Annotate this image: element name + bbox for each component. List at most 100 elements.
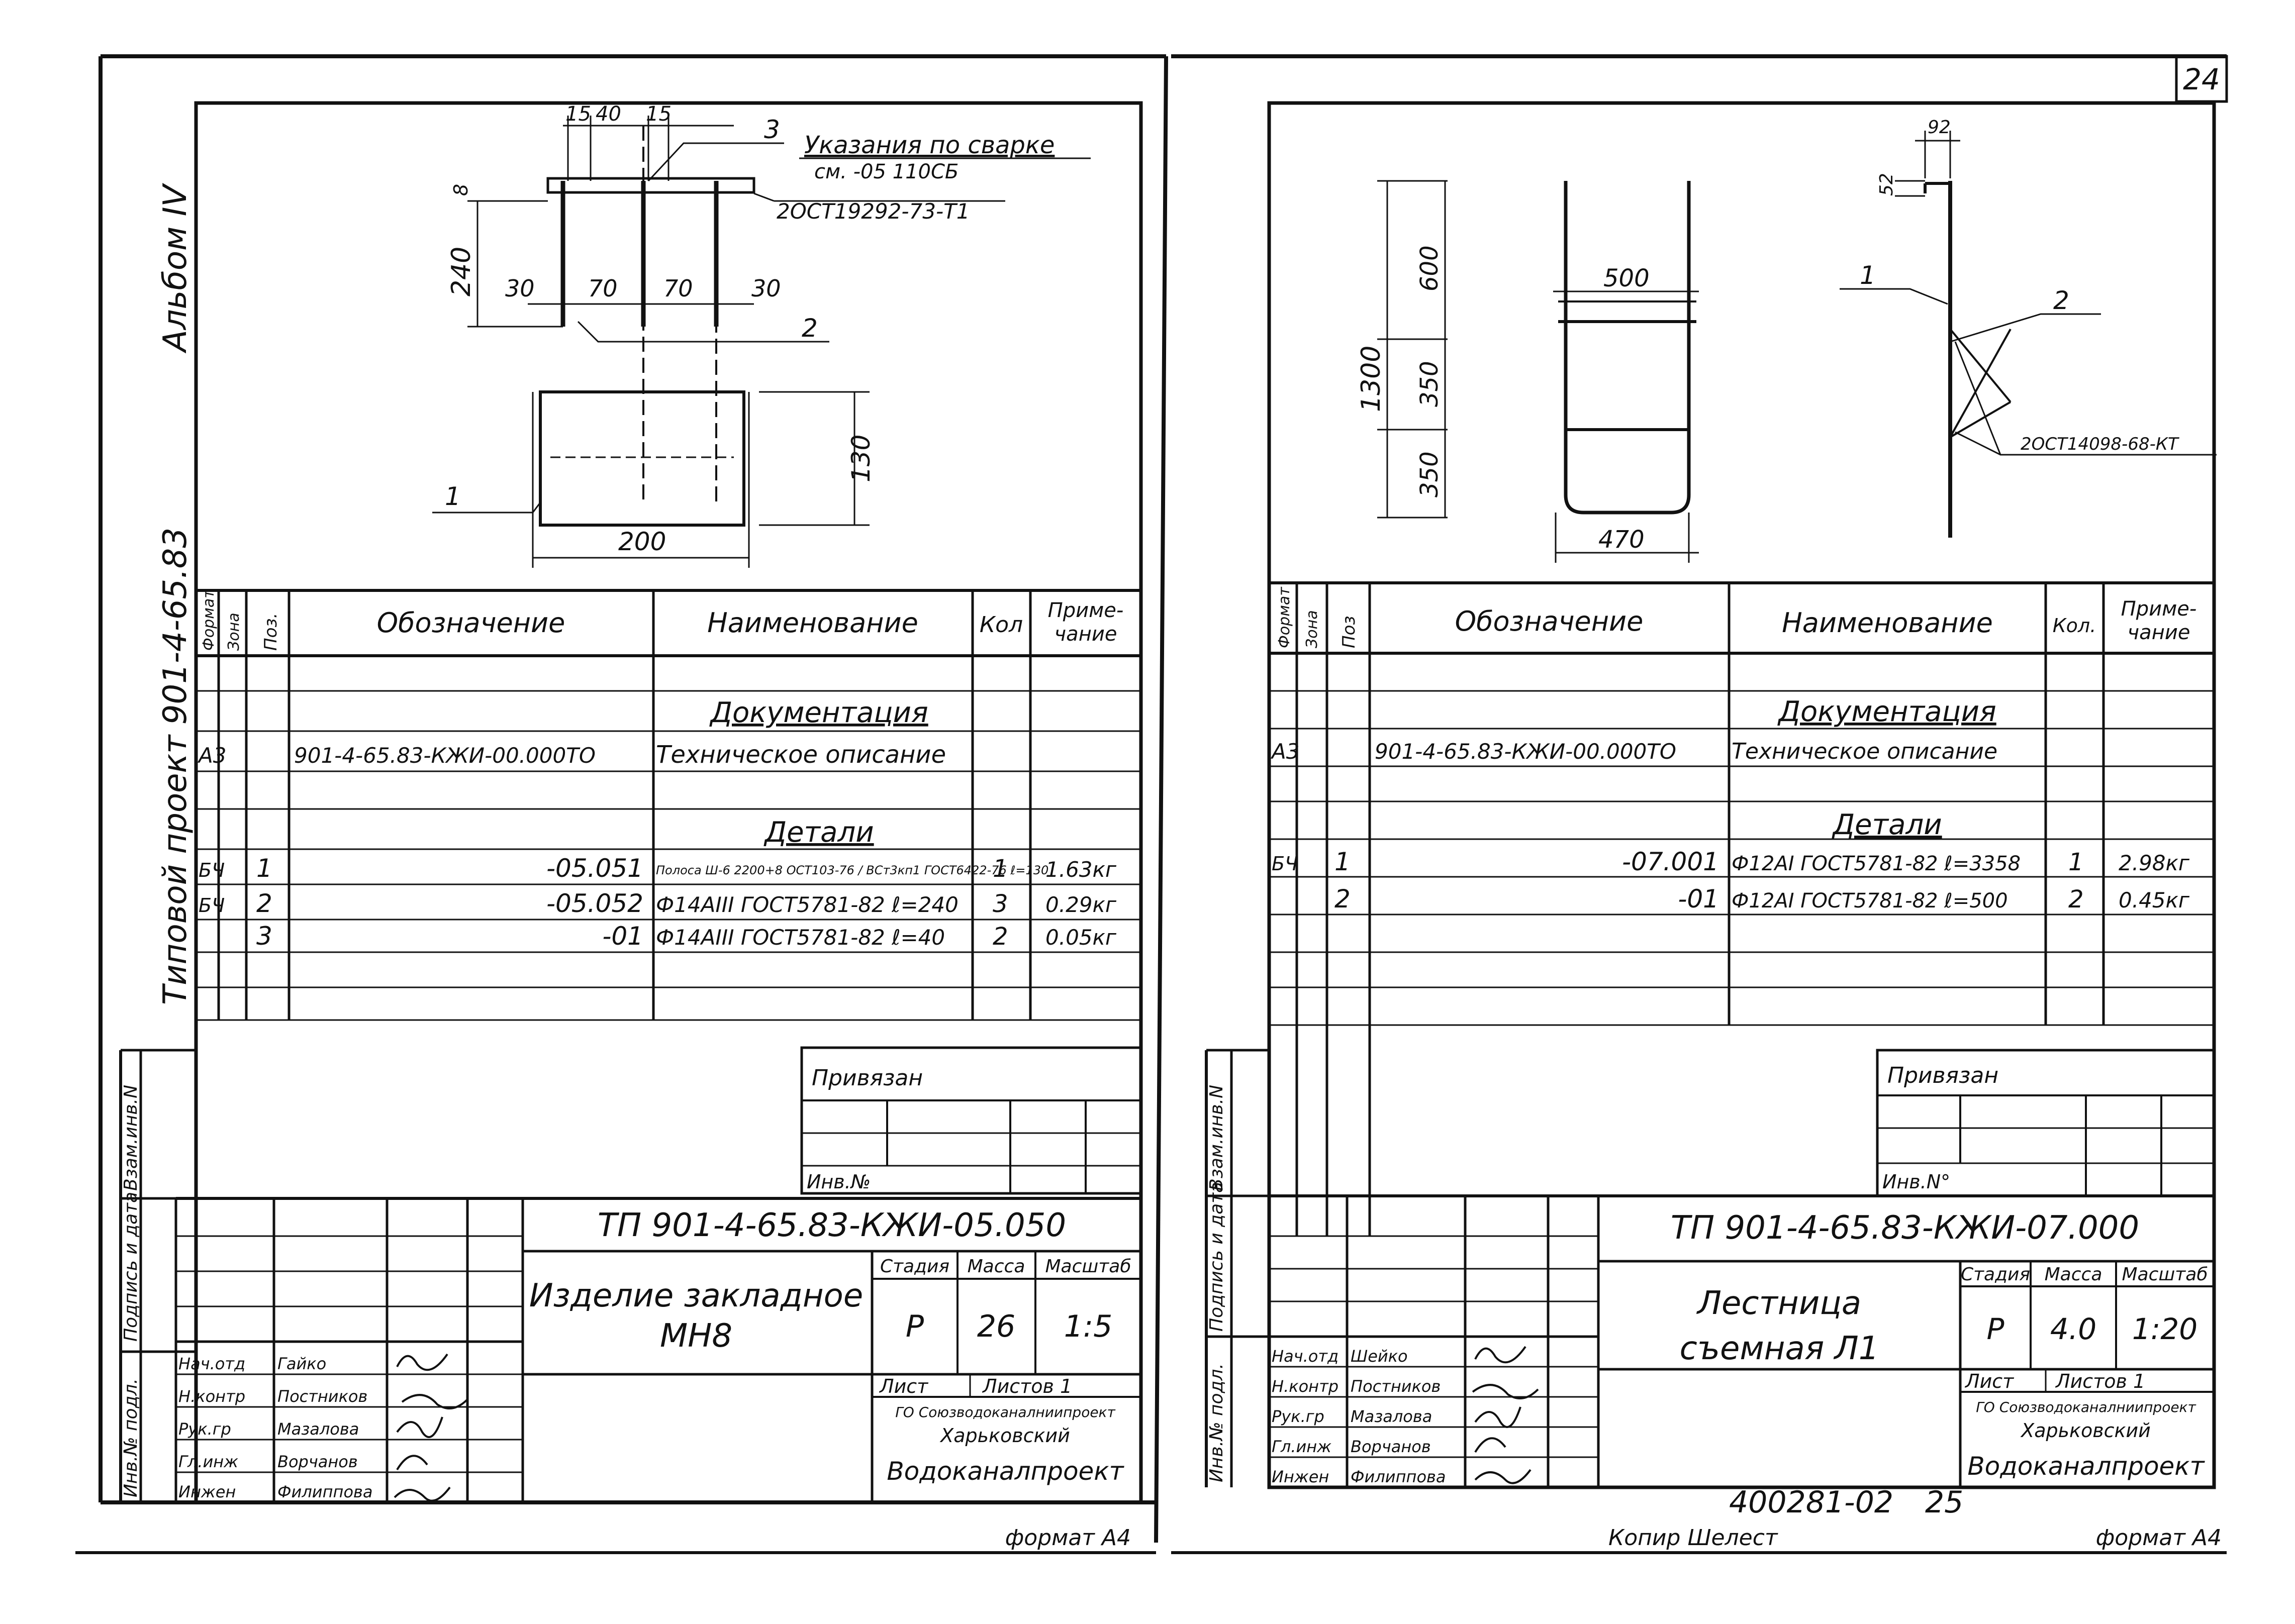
dim-15b: 15	[646, 103, 672, 126]
cell-designation: 901-4-65.83-КЖИ-00.000ТО	[1375, 739, 1676, 764]
cell-name: Полоса Ш-6 2200+8 ОСТ103-76 / ВСт3кп1 ГО…	[656, 863, 1048, 877]
left-sheets-label: Листов 1	[982, 1375, 1072, 1397]
left-stage: Р	[906, 1309, 924, 1344]
left-title-block	[174, 1197, 1141, 1502]
section-details: Детали	[763, 816, 874, 849]
left-title-2: МН8	[660, 1317, 732, 1355]
right-inv-label: Инв.N°	[1882, 1171, 1950, 1193]
right-scale: 1:20	[2132, 1312, 2197, 1346]
right-name: Филиппова	[1351, 1467, 1446, 1486]
left-bound-block	[800, 1046, 1142, 1195]
cell-format: БЧ	[199, 894, 225, 917]
left-role: Н.контр	[178, 1387, 245, 1406]
hdr-format: Формат	[1276, 586, 1293, 648]
dim-30b: 30	[751, 275, 781, 302]
right-title-1: Лестница	[1696, 1285, 1861, 1322]
hdr-qty: Кол	[980, 612, 1023, 638]
left-spec-grid	[196, 589, 1141, 1021]
right-role: Инжен	[1272, 1467, 1329, 1486]
right-name: Мазалова	[1351, 1407, 1432, 1426]
left-name: Мазалова	[277, 1419, 359, 1439]
cell-name: Техническое описание	[656, 741, 946, 769]
dim-350b: 350	[1415, 451, 1444, 497]
hdr-qty: Кол.	[2053, 615, 2096, 637]
dim-200: 200	[618, 527, 666, 556]
left-stamp-1: Взам.инв.N	[121, 1085, 141, 1191]
left-stamp-2: Подпись и дата	[121, 1192, 141, 1342]
cell-qty: 2	[2068, 885, 2084, 914]
right-stamp-2: Подпись и дата	[1206, 1182, 1227, 1332]
right-org-1: ГО Союзводоканалниипроект	[1976, 1399, 2196, 1415]
left-spec-row: БЧ 1 -05.051 Полоса Ш-6 2200+8 ОСТ103-76…	[199, 854, 1117, 883]
hdr-pos: Поз	[1339, 616, 1359, 648]
left-spec-row: БЧ 2 -05.052 Ф14АIII ГОСТ5781-82 ℓ=240 3…	[199, 889, 1117, 918]
dim-30a: 30	[505, 275, 535, 302]
dim-130: 130	[846, 435, 876, 482]
cell-name: Ф12АI ГОСТ5781-82 ℓ=3358	[1732, 852, 2021, 875]
left-doc-code: ТП 901-4-65.83-КЖИ-05.050	[598, 1207, 1066, 1244]
cell-qty: 1	[2068, 848, 2084, 876]
hdr-note-2: чание	[1055, 623, 1117, 646]
cell-format: А3	[197, 743, 226, 768]
section-documentation: Документация	[709, 696, 928, 729]
weld-std: 2ОСТ19292-73-Т1	[777, 199, 970, 224]
right-org-2: Харьковский	[2020, 1419, 2151, 1442]
hdr-zone: Зона	[225, 613, 243, 651]
left-role: Нач.отд	[178, 1354, 245, 1373]
cell-note: 2.98кг	[2119, 851, 2190, 875]
dim-52: 52	[1876, 173, 1897, 196]
page-number: 24	[2183, 62, 2220, 96]
callout-1: 1	[445, 482, 461, 511]
right-stamp-1: Взам.инв.N	[1206, 1085, 1227, 1191]
right-mass: 4.0	[2050, 1312, 2096, 1346]
right-col-scale: Масштаб	[2122, 1264, 2208, 1285]
cell-format: БЧ	[199, 859, 225, 881]
dim-8: 8	[450, 184, 472, 196]
weld-std-right: 2ОСТ14098-68-КТ	[2021, 434, 2179, 454]
right-role: Рук.гр	[1272, 1407, 1324, 1426]
left-spec-row: А3 901-4-65.83-КЖИ-00.000ТО Техническое …	[197, 741, 946, 769]
left-name: Постников	[277, 1387, 367, 1406]
left-stamp-3: Инв.№ подл.	[121, 1378, 141, 1497]
cell-pos: 2	[1334, 884, 1351, 914]
right-name: Постников	[1351, 1377, 1441, 1396]
right-spec-row: БЧ 1 -07.001 Ф12АI ГОСТ5781-82 ℓ=3358 1 …	[1272, 847, 2190, 876]
callout-3: 3	[764, 115, 780, 144]
copied-by: Копир Шелест	[1608, 1525, 1778, 1551]
hdr-format: Формат	[200, 589, 218, 651]
right-spec-row: 2 -01 Ф12АI ГОСТ5781-82 ℓ=500 2 0.45кг	[1334, 884, 2190, 914]
left-role: Гл.инж	[178, 1452, 238, 1471]
callout-2: 2	[802, 314, 818, 343]
right-bound-label: Привязан	[1887, 1063, 1998, 1088]
dim-240: 240	[446, 247, 476, 296]
section-documentation: Документация	[1777, 695, 1996, 728]
right-name: Шейко	[1351, 1347, 1408, 1366]
cell-qty: 2	[993, 923, 1008, 951]
right-role: Н.контр	[1272, 1377, 1338, 1396]
cell-format: А3	[1270, 739, 1299, 764]
doc-number: 400281-02	[1729, 1485, 1893, 1520]
dim-470: 470	[1598, 526, 1645, 554]
cell-format: БЧ	[1272, 853, 1298, 875]
cell-name: Ф12АI ГОСТ5781-82 ℓ=500	[1732, 889, 2008, 912]
cell-pos: 1	[256, 854, 272, 883]
left-role: Рук.гр	[178, 1419, 231, 1439]
cell-designation: -05.052	[546, 889, 643, 918]
right-sheet	[1171, 54, 2228, 1554]
left-role: Инжен	[178, 1482, 236, 1501]
left-drawing	[432, 116, 1091, 568]
cell-designation: 901-4-65.83-КЖИ-00.000ТО	[294, 743, 596, 768]
signature-scribble	[1472, 1346, 1539, 1484]
right-title-block	[1269, 1194, 2214, 1487]
signature-scribble	[394, 1353, 468, 1502]
cell-designation: -05.051	[546, 854, 643, 883]
callout-2-right: 2	[2053, 286, 2069, 315]
welding-note-1: Указания по сварке	[804, 131, 1055, 159]
cell-note: 0.05кг	[1045, 925, 1117, 950]
left-spec-row: 3 -01 Ф14АIII ГОСТ5781-82 ℓ=40 2 0.05кг	[256, 922, 1117, 951]
cell-name: Ф14АIII ГОСТ5781-82 ℓ=240	[656, 892, 959, 917]
left-org-3: Водоканалпроект	[887, 1457, 1124, 1486]
cell-note: 0.29кг	[1045, 892, 1117, 917]
cell-pos: 1	[1334, 847, 1351, 876]
right-doc-code: ТП 901-4-65.83-КЖИ-07.000	[1671, 1209, 2139, 1247]
